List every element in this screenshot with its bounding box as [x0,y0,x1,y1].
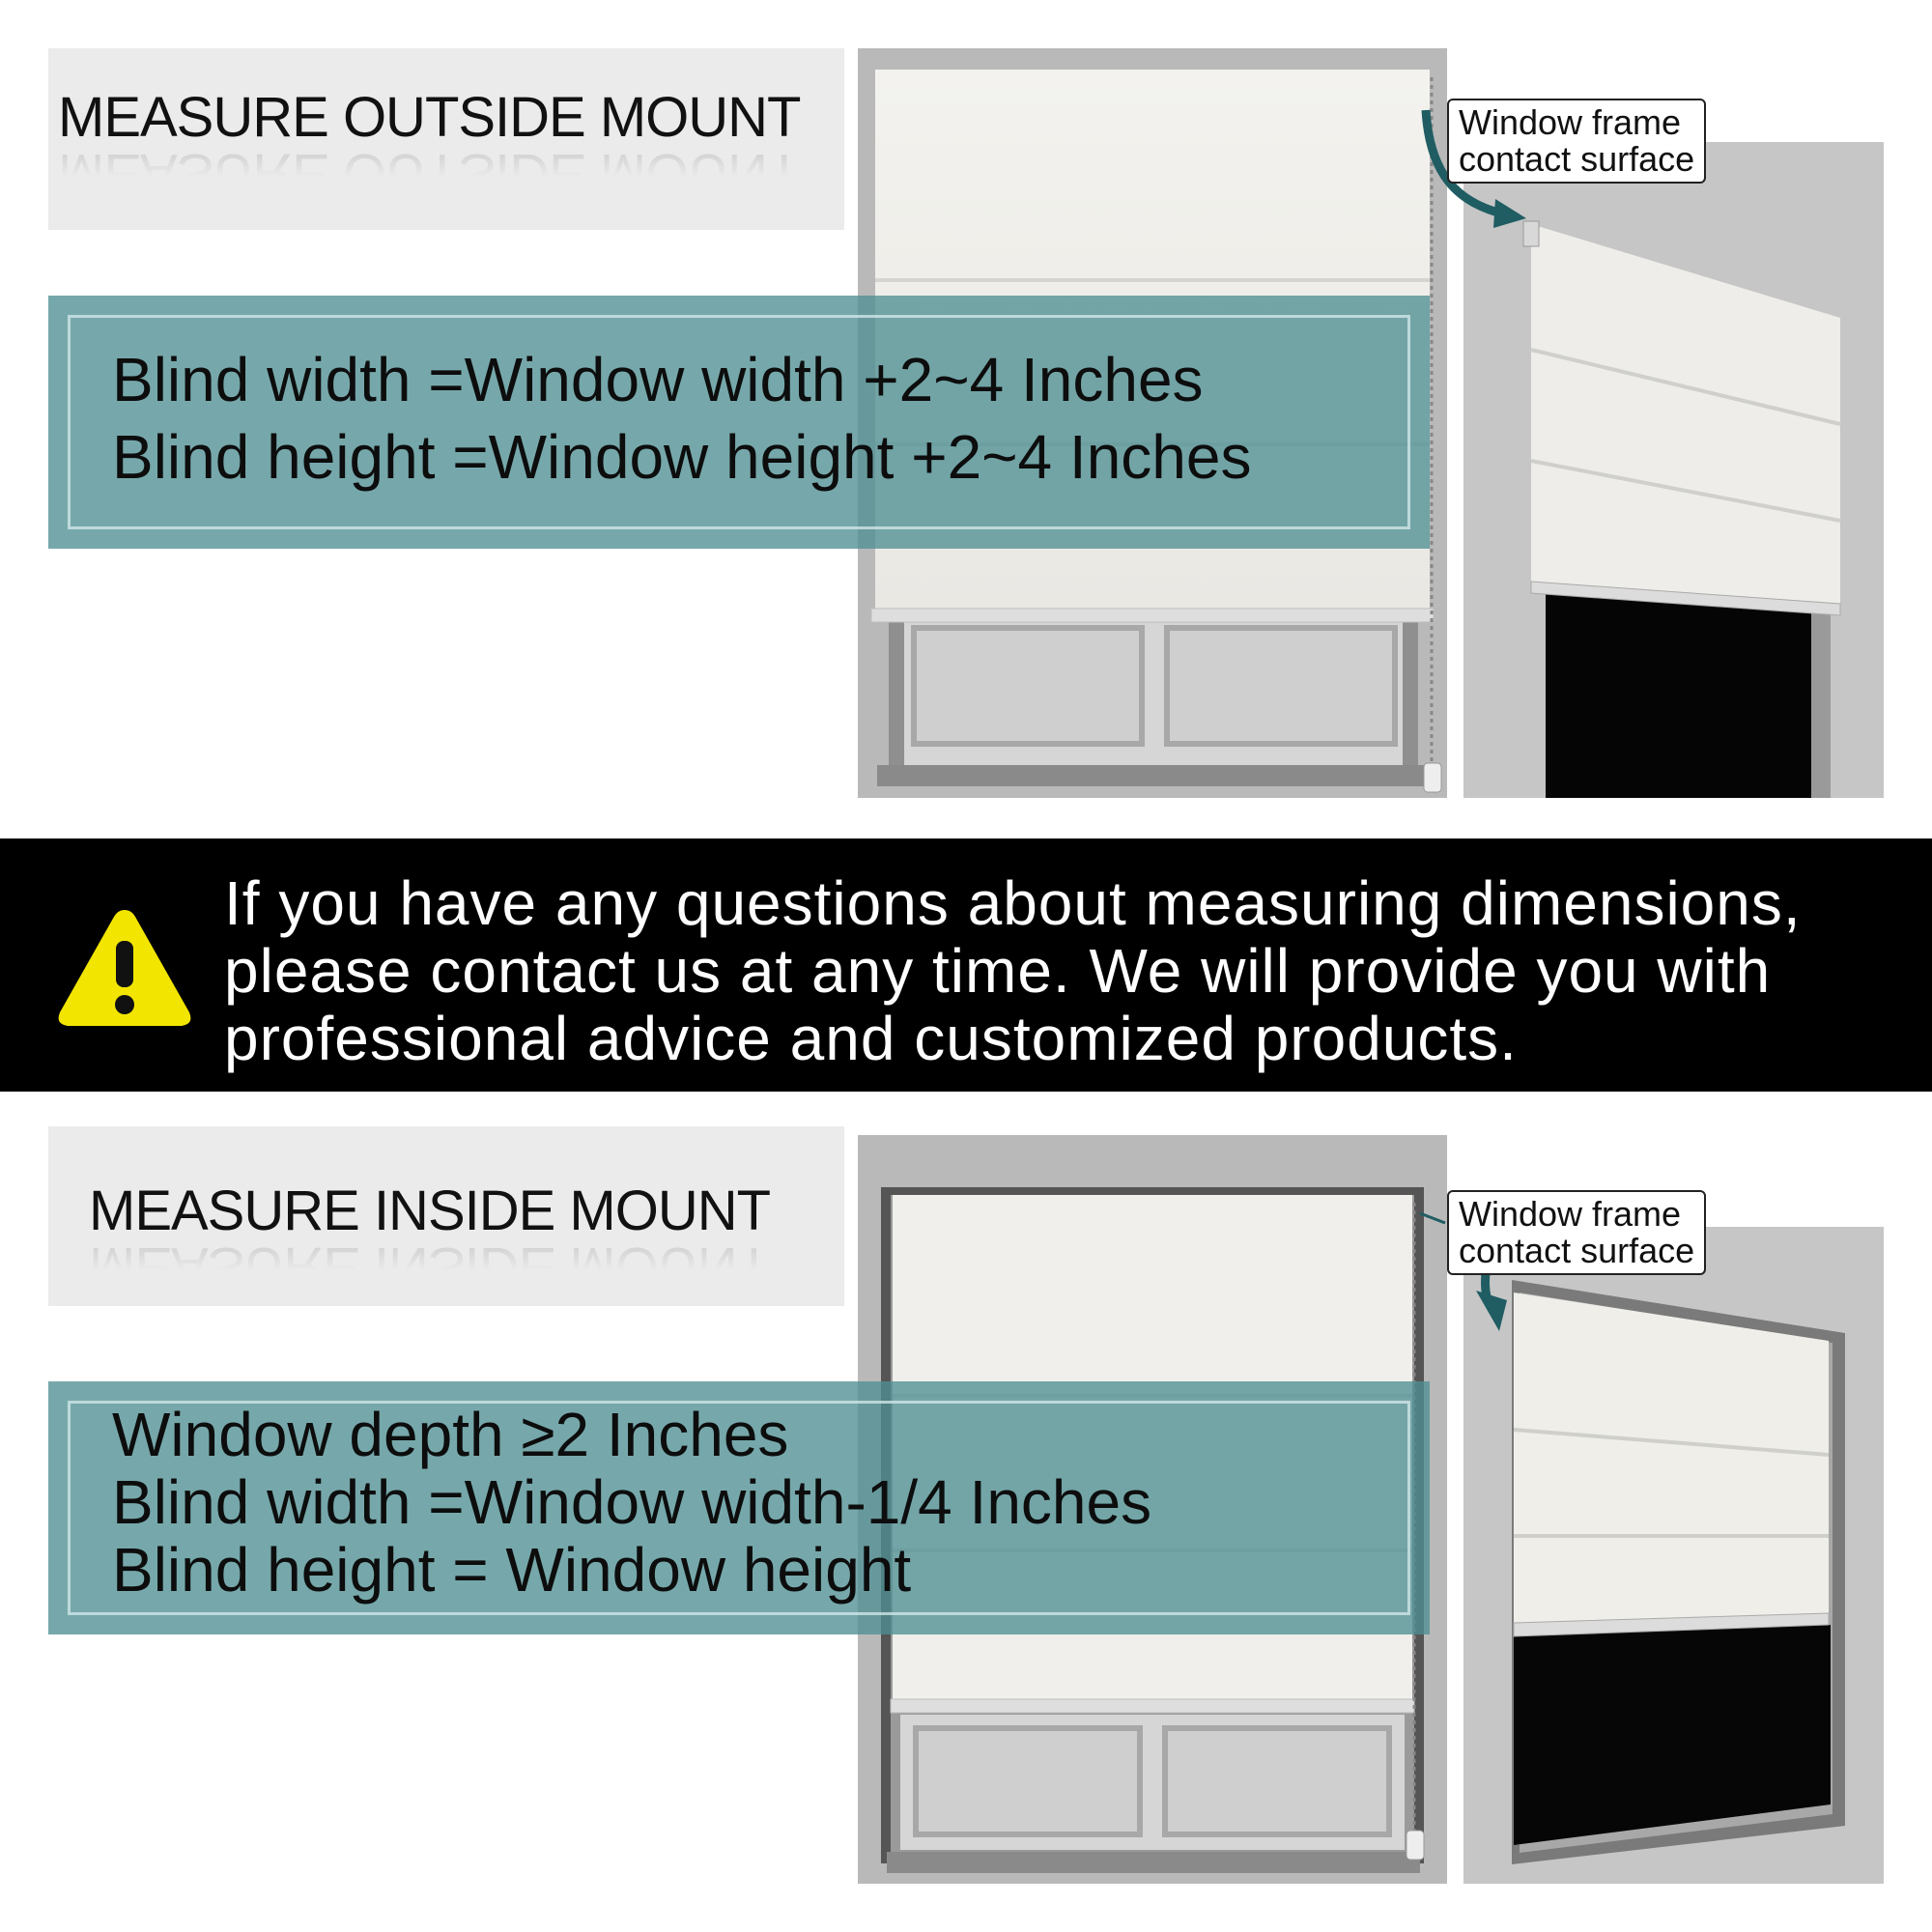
outside-title-reflection: MEASURE OUTSIDE MOUNT [58,142,801,205]
inside-title-box: MEASURE INSIDE MOUNT MEASURE INSIDE MOUN… [48,1126,844,1306]
outside-side-illustration [1463,142,1884,798]
outside-title: MEASURE OUTSIDE MOUNT [58,86,801,149]
contact-notice-banner: If you have any questions about measurin… [0,838,1932,1092]
callout-line-2: contact surface [1459,139,1695,179]
notice-line-1: If you have any questions about measurin… [224,868,1802,938]
inside-formula-box: Window depth ≥2 Inches Blind width =Wind… [48,1381,1430,1634]
inside-formula-width: Blind width =Window width-1/4 Inches [112,1467,1152,1537]
notice-line-3: professional advice and customized produ… [224,1004,1518,1073]
inside-title: MEASURE INSIDE MOUNT [89,1179,771,1242]
window-opening [1514,1625,1831,1845]
inside-formula-depth: Window depth ≥2 Inches [112,1400,789,1469]
outside-formula-height: Blind height =Window height +2~4 Inches [112,422,1252,492]
callout-line-1: Window frame [1459,1194,1682,1234]
inside-formula-height: Blind height = Window height [112,1535,912,1605]
blind-fabric [1514,1293,1829,1636]
inside-side-illustration [1463,1227,1884,1884]
inside-callout-arrow [1419,1211,1507,1331]
blind-fabric [1531,224,1840,604]
callout-line-2: contact surface [1459,1231,1695,1270]
window-opening [1546,577,1811,798]
outside-formula-width: Blind width =Window width +2~4 Inches [112,345,1204,414]
inside-callout: Window frame contact surface [1447,1190,1707,1275]
inside-title-reflection: MEASURE INSIDE MOUNT [89,1236,771,1298]
outside-callout: Window frame contact surface [1447,99,1707,184]
outside-formula-box: Blind width =Window width +2~4 Inches Bl… [48,296,1430,549]
notice-line-2: please contact us at any time. We will p… [224,936,1772,1006]
callout-line-1: Window frame [1459,102,1682,142]
outside-title-box: MEASURE OUTSIDE MOUNT MEASURE OUTSIDE MO… [48,48,844,230]
warning-icon [58,910,191,1026]
